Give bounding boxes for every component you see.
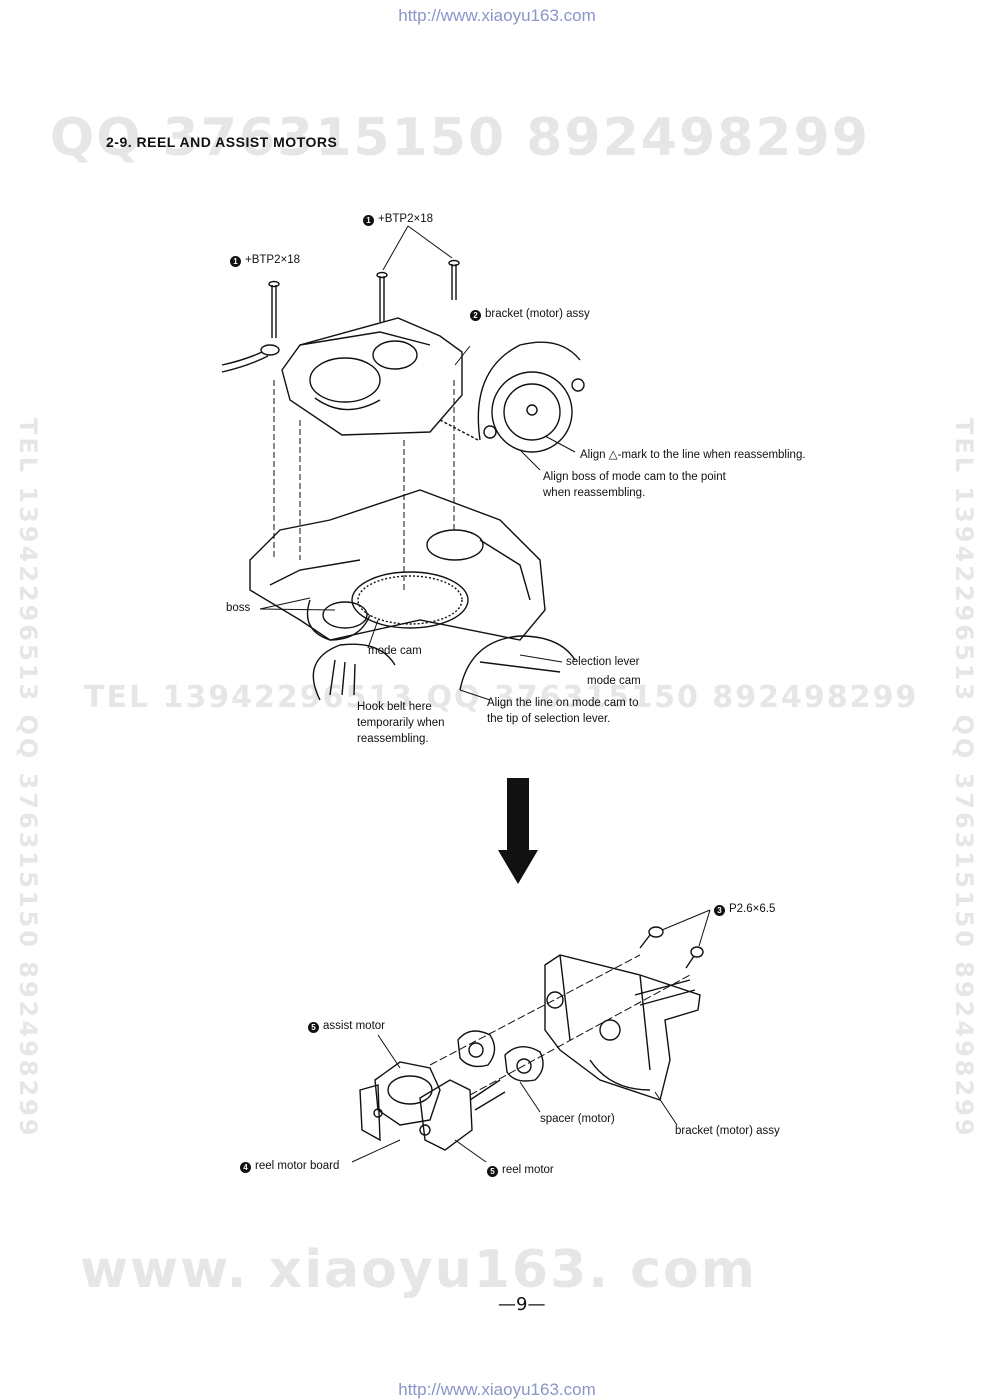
watermark-top: QQ 376315150 892498299 <box>50 108 870 168</box>
section-title: 2-9. REEL AND ASSIST MOTORS <box>106 134 338 150</box>
label-hook-1: Hook belt here <box>357 701 432 713</box>
header-url[interactable]: http://www.xiaoyu163.com <box>398 6 596 25</box>
number-badge: 5 <box>308 1022 319 1033</box>
label-screw-top: 1 +BTP2×18 <box>363 211 433 227</box>
label-spacer: spacer (motor) <box>540 1113 615 1125</box>
label-align-mark: Align △-mark to the line when reassembli… <box>580 449 806 461</box>
label-align-line-1: Align the line on mode cam to <box>487 697 639 709</box>
label-screws-lower: 3 P2.6×6.5 <box>714 901 775 917</box>
label-mode-cam-2: mode cam <box>587 675 641 687</box>
label-selection-lever: selection lever <box>566 656 640 668</box>
label-reel-motor-board-text: reel motor board <box>255 1160 340 1172</box>
number-badge: 4 <box>240 1162 251 1173</box>
number-badge: 5 <box>487 1166 498 1177</box>
label-align-line-2: the tip of selection lever. <box>487 713 611 725</box>
label-screw-left-text: +BTP2×18 <box>245 254 300 266</box>
label-reel-motor: 5 reel motor <box>487 1162 554 1178</box>
number-badge: 1 <box>363 215 374 226</box>
watermark-bottom: www. xiaoyu163. com <box>80 1240 757 1300</box>
label-align-boss-1: Align boss of mode cam to the point <box>543 471 726 483</box>
label-reel-motor-board: 4 reel motor board <box>240 1158 339 1174</box>
label-boss: boss <box>226 602 251 614</box>
label-mode-cam: mode cam <box>368 645 422 657</box>
label-align-boss-2: when reassembling. <box>543 487 646 499</box>
label-screws-lower-text: P2.6×6.5 <box>729 903 776 915</box>
label-assist-motor-text: assist motor <box>323 1020 385 1032</box>
footer-url[interactable]: http://www.xiaoyu163.com <box>398 1380 596 1399</box>
label-bracket-upper-text: bracket (motor) assy <box>485 308 590 320</box>
number-badge: 2 <box>470 310 481 321</box>
screw-mid-drawing <box>376 271 388 322</box>
label-hook-2: temporarily when <box>357 717 445 729</box>
page-number: —9— <box>498 1294 546 1315</box>
label-screw-left: 1 +BTP2×18 <box>230 252 300 268</box>
number-badge: 3 <box>714 905 725 916</box>
label-screw-top-text: +BTP2×18 <box>378 213 433 225</box>
label-hook-3: reassembling. <box>357 733 429 745</box>
screw-right-drawing <box>448 259 460 300</box>
screw-left-drawing <box>268 280 280 338</box>
label-reel-motor-text: reel motor <box>502 1164 554 1176</box>
number-badge: 1 <box>230 256 241 267</box>
down-arrow-icon <box>498 778 538 884</box>
label-bracket-upper: 2 bracket (motor) assy <box>470 306 590 322</box>
label-assist-motor: 5 assist motor <box>308 1018 385 1034</box>
label-bracket-lower: bracket (motor) assy <box>675 1125 780 1137</box>
watermark-middle: TEL 13942296513 QQ 376315150 892498299 <box>84 680 919 715</box>
